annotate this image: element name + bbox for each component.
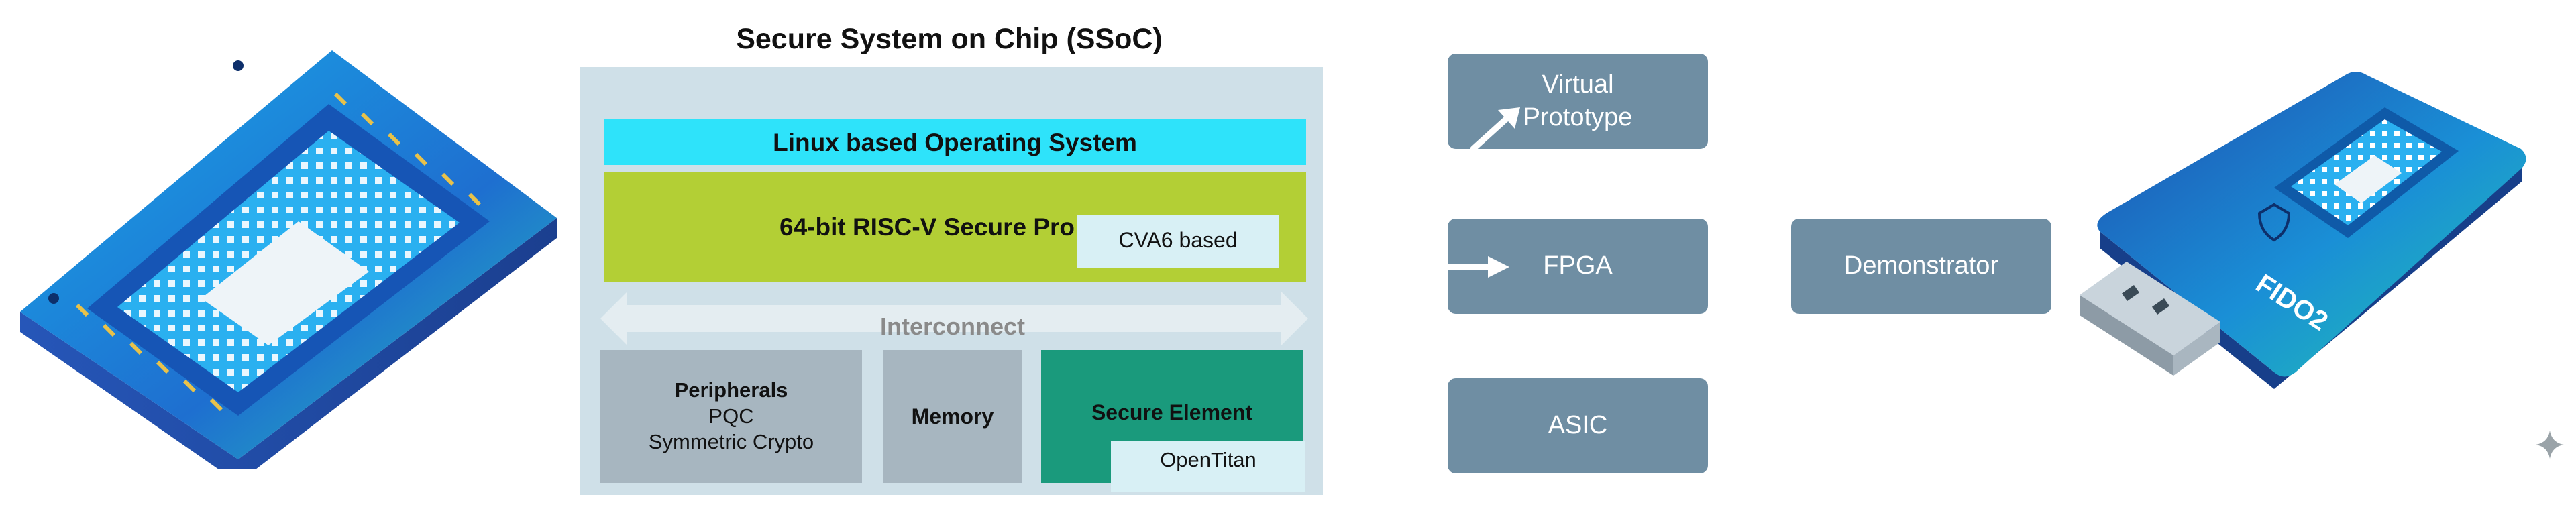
interconnect-label: Interconnect [879, 312, 1026, 340]
stage-asic: ASIC [1448, 378, 1708, 473]
interconnect-arrow-icon [600, 292, 1308, 345]
stage-label: Prototype [1523, 103, 1633, 131]
secure-element-tag: OpenTitan [1111, 441, 1305, 492]
arrow-right-icon [1448, 256, 1509, 278]
diagram-title: Secure System on Chip (SSoC) [736, 22, 1163, 55]
peripherals-item: PQC [708, 404, 754, 428]
os-block: Linux based Operating System [604, 119, 1306, 165]
secure-element-label: Secure Element [1091, 400, 1253, 424]
stage-label: Virtual [1542, 70, 1614, 99]
processor-label: 64-bit RISC-V Secure Processor [780, 213, 1075, 241]
chip-illustration-icon [20, 50, 557, 469]
peripherals-block: Peripherals PQC Symmetric Crypto [600, 350, 862, 483]
sparkle-icon [2536, 431, 2564, 459]
stage-demonstrator: Demonstrator [1791, 219, 2051, 314]
memory-block: Memory [883, 350, 1022, 483]
processor-tag: CVA6 based [1077, 215, 1279, 268]
usb-security-key-icon: FIDO2 [2080, 72, 2526, 389]
peripherals-item: Symmetric Crypto [648, 430, 814, 454]
peripherals-title: Peripherals [674, 378, 788, 402]
arrow-up-right-icon [1470, 107, 1520, 152]
stage-virtual-prototype: Virtual Prototype [1448, 54, 1708, 149]
